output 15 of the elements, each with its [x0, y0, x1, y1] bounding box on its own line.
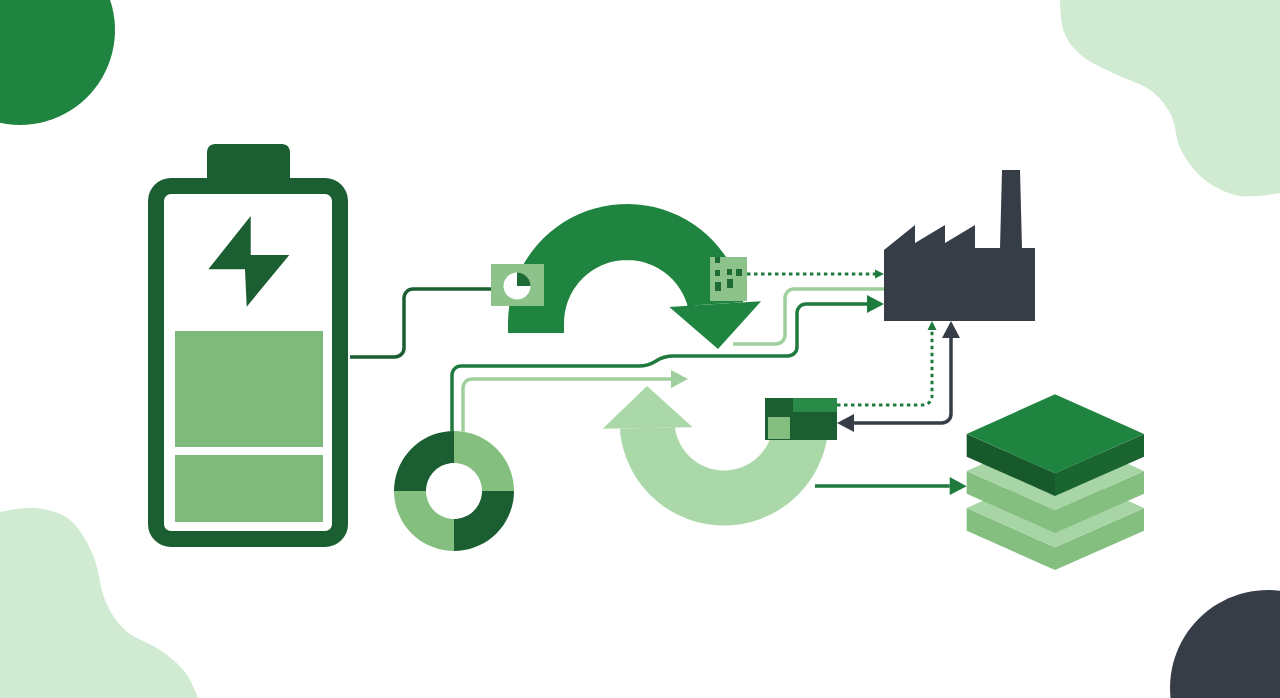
grid-icon [710, 257, 747, 301]
arrow [450, 295, 884, 431]
arrow [461, 370, 688, 432]
connector-line [350, 287, 491, 359]
donut-chart-icon [394, 431, 514, 551]
dotted-arrow [747, 269, 884, 279]
panel-icon [765, 398, 837, 440]
pie-chart-icon [491, 264, 544, 306]
arrow [815, 477, 967, 496]
connector-line [733, 287, 884, 346]
layer-stack-icon [966, 394, 1144, 570]
dotted-arrow [837, 321, 937, 407]
double-arrow [837, 321, 960, 432]
factory-icon [884, 170, 1035, 321]
battery-icon [148, 144, 348, 547]
